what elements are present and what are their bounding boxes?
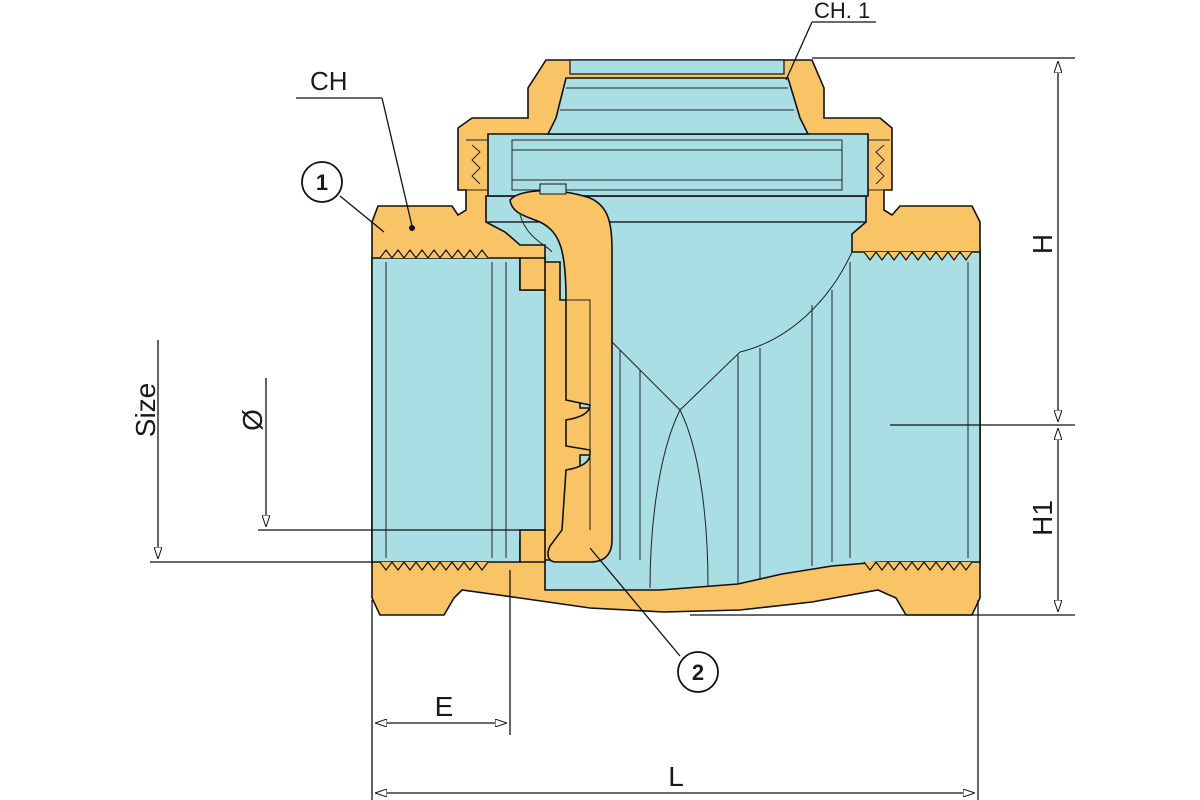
label-h: H [1027, 234, 1058, 254]
label-h1: H1 [1027, 500, 1058, 536]
callout-2: 2 [589, 547, 719, 693]
callout-1: 1 [301, 161, 385, 233]
label-e: E [435, 691, 454, 722]
bore-lines [385, 262, 969, 566]
label-l: L [668, 761, 684, 792]
bonnet-details [485, 87, 867, 223]
label-ch: CH [310, 66, 348, 96]
bonnet-slot [569, 59, 785, 75]
label-diameter: Ø [237, 409, 268, 431]
callout-2-label: 2 [692, 660, 704, 685]
label-size: Size [130, 383, 161, 437]
swing-disc [509, 183, 613, 563]
flow-deflector [599, 251, 853, 589]
bonnet-top-cavity [546, 77, 810, 135]
callout-1-label: 1 [316, 170, 328, 195]
thread-left [379, 249, 489, 571]
bonnet-thread [466, 139, 890, 191]
inlet-bore [371, 257, 546, 563]
dimensions [150, 21, 1075, 800]
thread-right [863, 251, 973, 571]
label-ch1: CH. 1 [814, 0, 870, 23]
